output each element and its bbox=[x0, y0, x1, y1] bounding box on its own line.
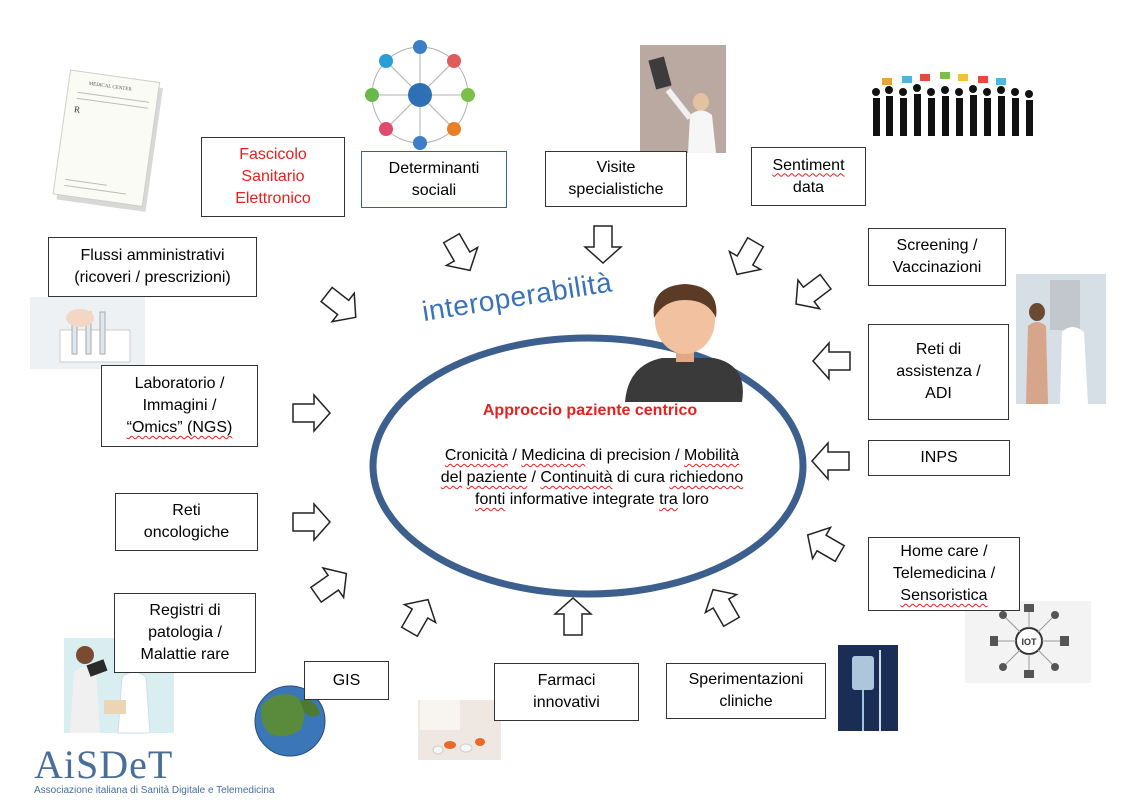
arrow-reti-assistenza bbox=[812, 342, 851, 380]
patient-avatar-icon bbox=[625, 284, 743, 402]
arrow-sperimentazioni bbox=[696, 579, 748, 632]
arrow-flussi bbox=[314, 279, 368, 333]
box-inps: INPS bbox=[868, 440, 1010, 476]
arrow-home-care bbox=[797, 518, 850, 570]
box-screening: Screening /Vaccinazioni bbox=[868, 228, 1006, 286]
arrow-registri bbox=[305, 558, 358, 611]
arrow-laboratorio bbox=[292, 394, 331, 432]
box-flussi: Flussi amministrativi(ricoveri / prescri… bbox=[48, 237, 257, 297]
iot-image: IOT bbox=[965, 601, 1091, 683]
arrow-sentiment bbox=[720, 232, 772, 285]
center-title: Approccio paziente centrico bbox=[482, 402, 698, 419]
arrow-gis bbox=[393, 589, 445, 642]
doctor-xray-image bbox=[640, 45, 726, 153]
box-laboratorio: Laboratorio /Immagini /“Omics” (NGS) bbox=[101, 365, 258, 447]
arrow-determinanti bbox=[435, 228, 487, 281]
prescription-image: MEDICAL CENTER R bbox=[52, 69, 163, 212]
arrow-farmaci bbox=[554, 597, 592, 636]
iv-drip-image bbox=[838, 645, 898, 731]
aisdet-logo: AiSDeT Associazione italiana di Sanità D… bbox=[34, 742, 275, 797]
box-home-care: Home care /Telemedicina /Sensoristica bbox=[868, 537, 1020, 611]
logo-name: AiSDeT bbox=[34, 742, 174, 787]
iot-label: IOT bbox=[1022, 637, 1038, 647]
center-description: Cronicità / Medicina di precision / Mobi… bbox=[440, 447, 744, 508]
prescription-header: MEDICAL CENTER bbox=[88, 82, 132, 93]
arrow-screening bbox=[784, 266, 838, 320]
box-gis: GIS bbox=[304, 661, 389, 700]
arrow-visite bbox=[584, 225, 622, 264]
social-network-image bbox=[365, 40, 475, 150]
pills-image bbox=[418, 700, 501, 760]
globe-image bbox=[254, 685, 326, 757]
mammography-image bbox=[1016, 274, 1106, 404]
doctors-illustration bbox=[64, 638, 174, 734]
arrow-reti-onco bbox=[292, 503, 331, 541]
prescription-rx: R bbox=[73, 104, 80, 115]
arrow-inps bbox=[811, 442, 850, 480]
logo-subtitle: Associazione italiana di Sanità Digitale… bbox=[34, 785, 275, 796]
sentiment-people-image bbox=[872, 72, 1033, 136]
laboratory-image bbox=[30, 297, 145, 369]
